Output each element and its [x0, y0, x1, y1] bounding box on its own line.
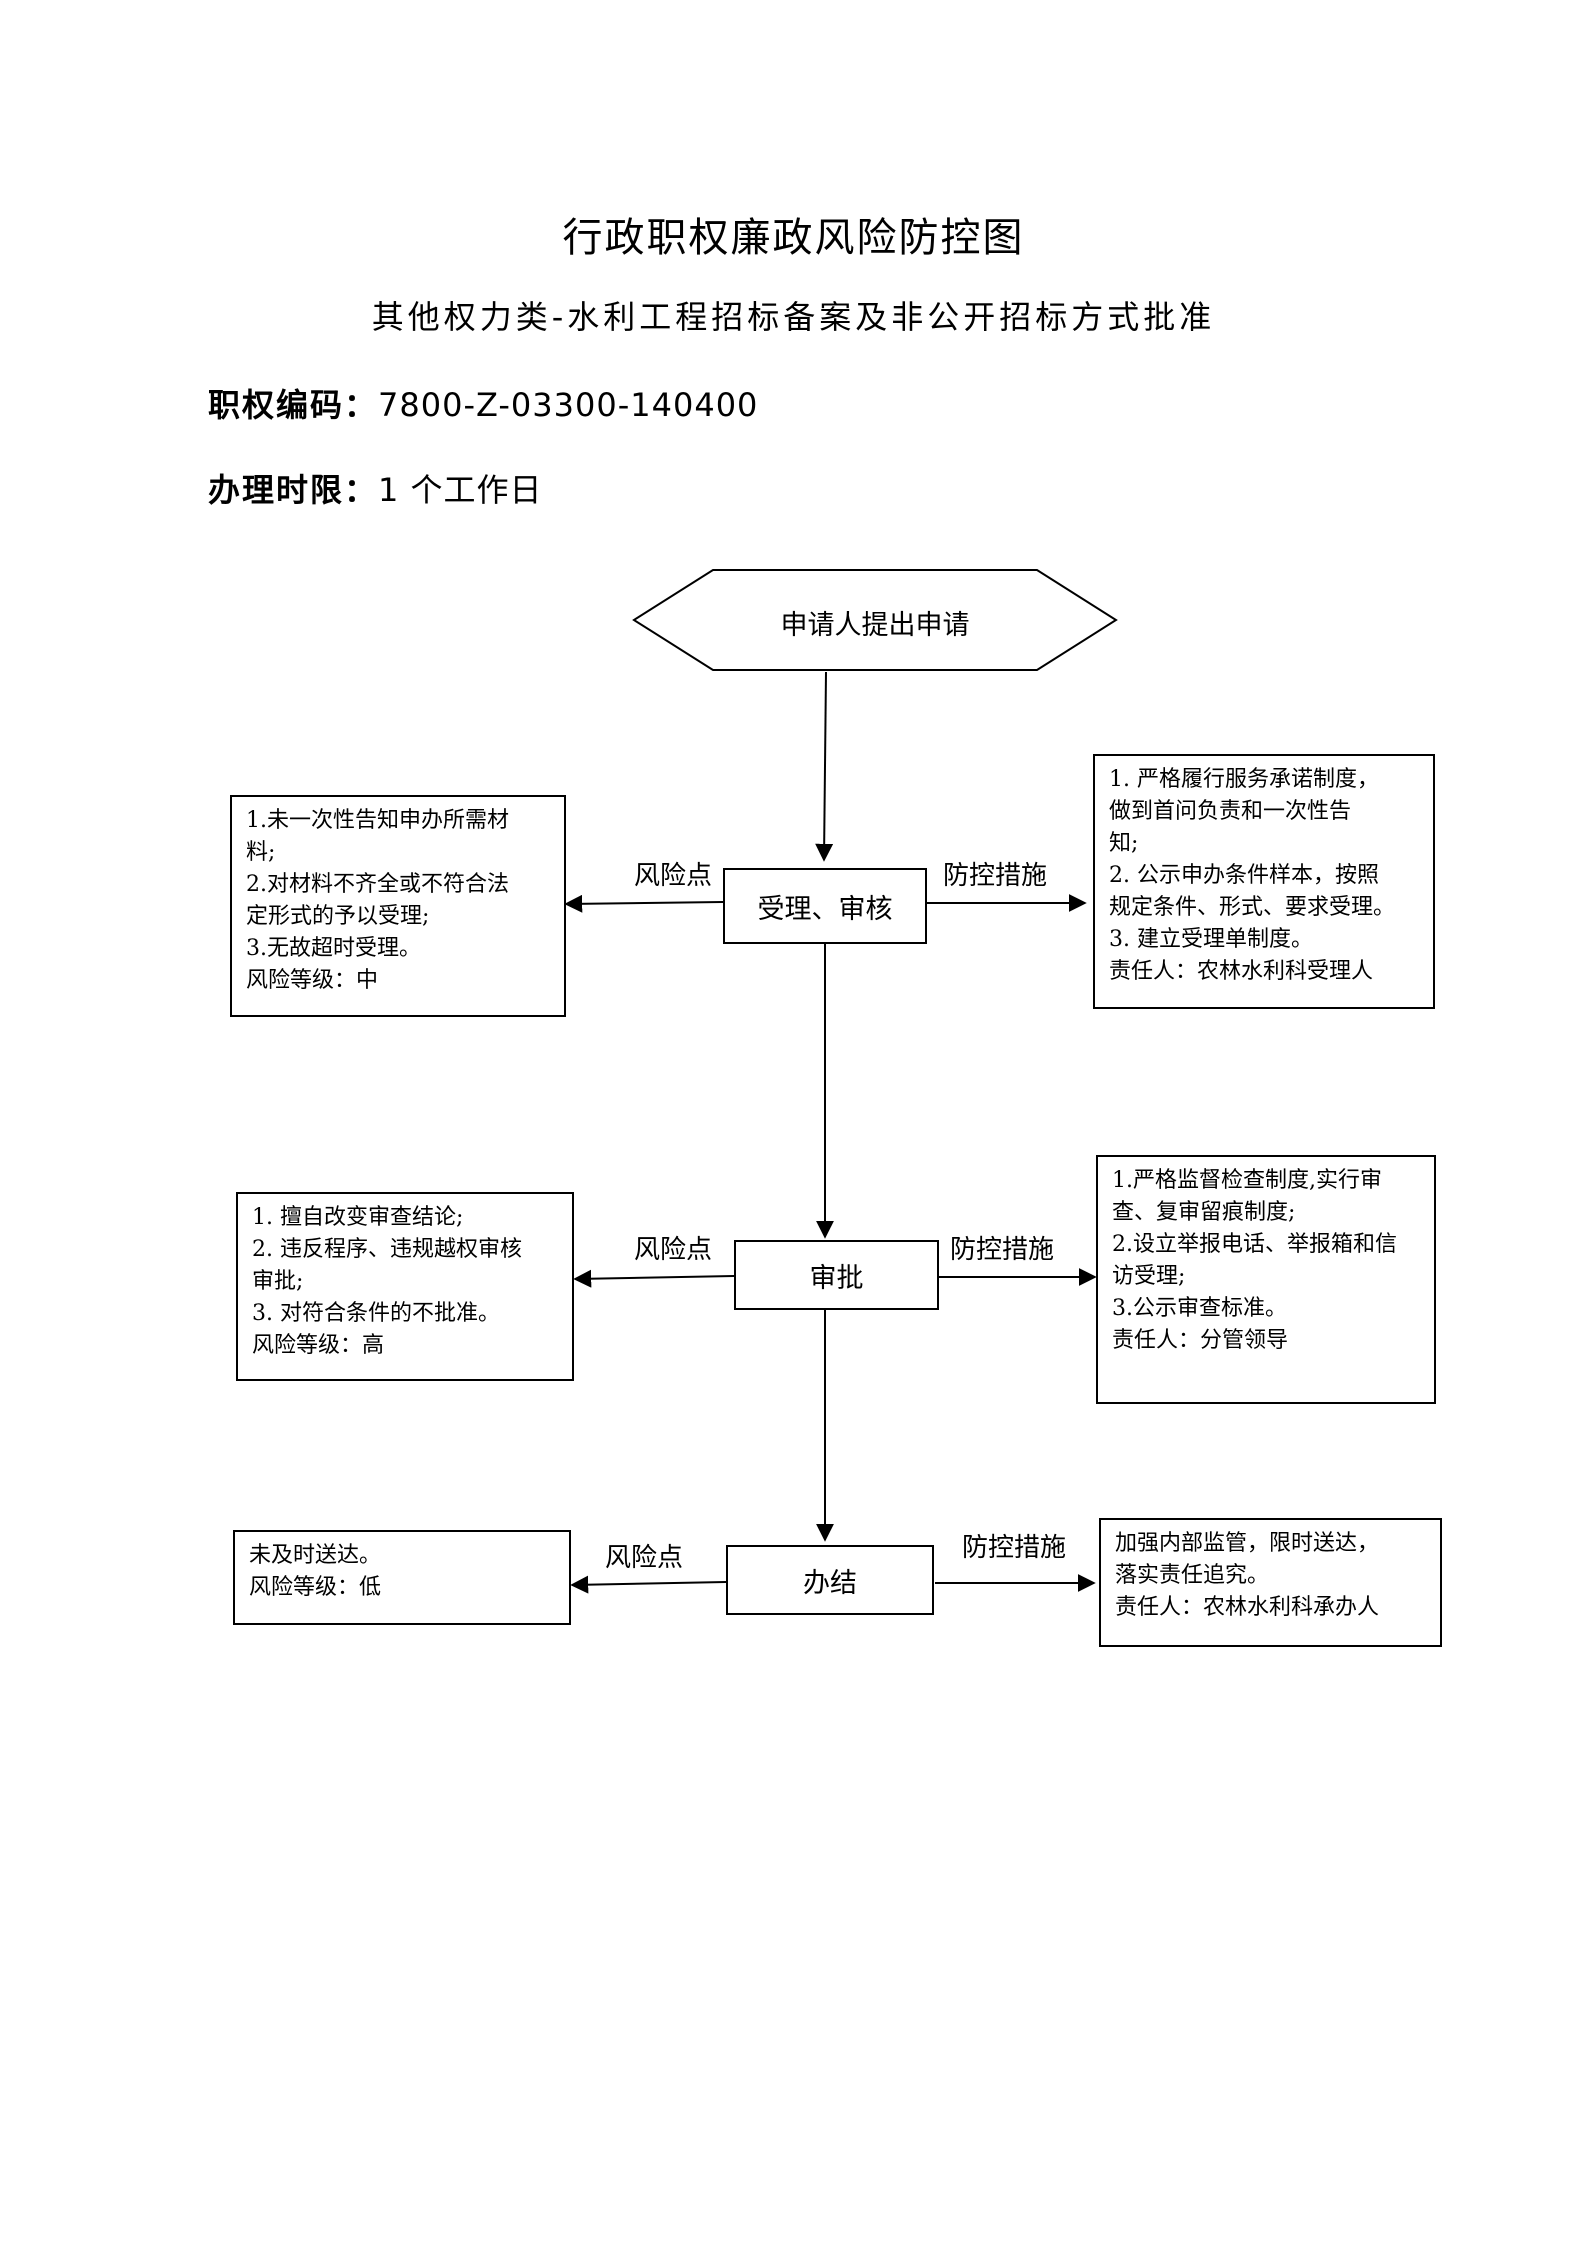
responsible-person: 责任人：农林水利科受理人: [1109, 959, 1374, 984]
step-complete: 办结: [726, 1545, 934, 1615]
control-line: 1.严格监督检查制度,实行审: [1112, 1168, 1382, 1193]
responsible-person: 责任人：分管领导: [1112, 1328, 1289, 1353]
control-line: 访受理;: [1112, 1264, 1186, 1289]
control-line: 规定条件、形式、要求受理。: [1109, 895, 1396, 920]
risk-line: 料;: [246, 840, 276, 865]
step3-control-box: 加强内部监管，限时送达， 落实责任追究。 责任人：农林水利科承办人: [1099, 1518, 1442, 1647]
arrow-start-to-step1: [815, 671, 834, 862]
step1-control-label: 防控措施: [943, 861, 1048, 891]
power-code-label: 职权编码：: [208, 386, 379, 424]
step1-risk-label: 风险点: [634, 861, 713, 891]
control-line: 3. 建立受理单制度。: [1109, 927, 1313, 952]
step-accept-review-label: 受理、审核: [757, 893, 893, 925]
control-line: 做到首问负责和一次性告: [1109, 799, 1352, 824]
step2-control-label: 防控措施: [950, 1235, 1055, 1265]
control-line: 查、复审留痕制度;: [1112, 1200, 1296, 1225]
responsible-person: 责任人：农林水利科承办人: [1115, 1595, 1380, 1620]
control-line: 2.设立举报电话、举报箱和信: [1112, 1232, 1397, 1257]
start-node-label: 申请人提出申请: [780, 610, 970, 641]
risk-level: 风险等级：低: [249, 1575, 382, 1600]
start-hexagon: [632, 569, 1118, 671]
risk-line: 2.对材料不齐全或不符合法: [246, 872, 509, 897]
step1-control-box: 1. 严格履行服务承诺制度， 做到首问负责和一次性告 知; 2. 公示申办条件样…: [1093, 754, 1435, 1009]
risk-level: 风险等级：高: [252, 1333, 385, 1358]
step2-risk-label: 风险点: [634, 1235, 713, 1265]
control-line: 知;: [1109, 831, 1139, 856]
step-approve-label: 审批: [809, 1262, 864, 1294]
step1-risk-box: 1.未一次性告知申办所需材 料; 2.对材料不齐全或不符合法 定形式的予以受理;…: [230, 795, 566, 1017]
control-line: 落实责任追究。: [1115, 1563, 1270, 1588]
control-line: 1. 严格履行服务承诺制度，: [1109, 767, 1379, 792]
risk-line: 2. 违反程序、违规越权审核: [252, 1237, 522, 1262]
arrow-step2-risk: [573, 1269, 735, 1288]
step3-risk-box: 未及时送达。 风险等级：低: [233, 1530, 571, 1625]
time-limit-value: 1 个工作日: [378, 471, 543, 509]
control-line: 3.公示审查标准。: [1112, 1296, 1287, 1321]
risk-line: 1. 擅自改变审查结论;: [252, 1205, 464, 1230]
step-approve: 审批: [734, 1240, 939, 1310]
control-line: 加强内部监管，限时送达，: [1115, 1531, 1380, 1556]
risk-line: 未及时送达。: [249, 1543, 382, 1568]
step2-control-box: 1.严格监督检查制度,实行审 查、复审留痕制度; 2.设立举报电话、举报箱和信 …: [1096, 1155, 1436, 1404]
step3-control-label: 防控措施: [962, 1533, 1067, 1563]
page-subtitle: 其他权力类-水利工程招标备案及非公开招标方式批准: [371, 298, 1216, 336]
power-code-value: 7800-Z-03300-140400: [378, 386, 759, 424]
control-line: 2. 公示申办条件样本，按照: [1109, 863, 1379, 888]
arrow-step3-risk: [570, 1575, 727, 1594]
risk-line: 审批;: [252, 1269, 304, 1294]
step2-risk-box: 1. 擅自改变审查结论; 2. 违反程序、违规越权审核 审批; 3. 对符合条件…: [236, 1192, 574, 1381]
risk-line: 定形式的予以受理;: [246, 904, 430, 929]
arrow-step1-risk: [564, 894, 724, 913]
risk-line: 3. 对符合条件的不批准。: [252, 1301, 500, 1326]
risk-level: 风险等级：中: [246, 968, 379, 993]
risk-line: 1.未一次性告知申办所需材: [246, 808, 509, 833]
step-accept-review: 受理、审核: [723, 868, 927, 944]
page-title: 行政职权廉政风险防控图: [562, 215, 1025, 261]
time-limit: 办理时限：1 个工作日: [208, 465, 543, 511]
step3-risk-label: 风险点: [605, 1543, 684, 1573]
step-complete-label: 办结: [803, 1567, 857, 1599]
time-limit-label: 办理时限：: [208, 471, 379, 509]
risk-line: 3.无故超时受理。: [246, 936, 421, 961]
power-code: 职权编码：7800-Z-03300-140400: [208, 380, 758, 426]
